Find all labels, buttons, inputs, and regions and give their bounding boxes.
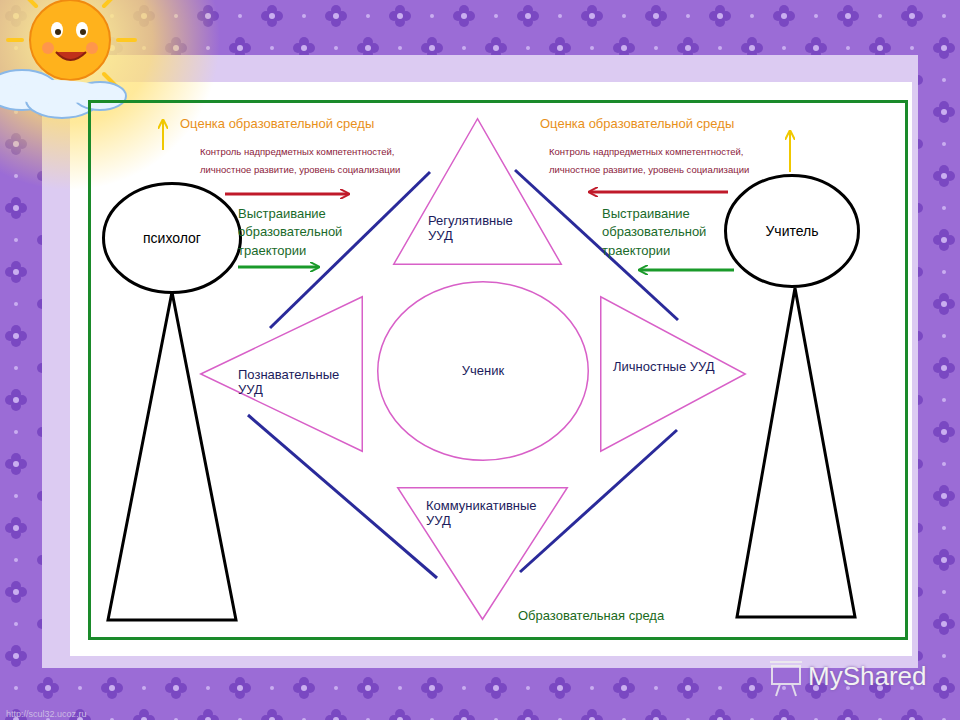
environment-frame: Образовательная среда психолог Учитель Регу…: [88, 100, 908, 640]
pedestal-triangle: [737, 288, 855, 617]
trajectory-label: Выстраивание образовательной траектории: [602, 206, 706, 258]
control-note: Контроль надпредметных компетентностей, …: [549, 146, 749, 175]
source-url-box: http://scul32.ucoz.ru: [6, 703, 206, 720]
green-arrow: [238, 266, 318, 269]
node-text: Регулятивные УУД: [428, 214, 538, 244]
environment-assessment: Оценка образовательной среды: [180, 116, 374, 131]
teacher-circle: Учитель: [724, 174, 860, 288]
node-text: Учитель: [759, 223, 824, 239]
student-circle-shape: [378, 282, 589, 461]
node-text: Образовательная среда: [518, 609, 778, 624]
trajectory-label-box: Выстраивание образовательной траектории: [238, 204, 370, 259]
student-circle: Ученик: [377, 281, 589, 461]
watermark-box: MyShared: [808, 662, 958, 692]
trajectory-label-box: Выстраивание образовательной траектории: [602, 204, 726, 259]
psychologist-circle-shape: [104, 184, 241, 293]
node-text: Коммуникативные УУД: [426, 499, 551, 529]
teacher-circle-shape: [726, 176, 859, 287]
pedestal-triangle: [108, 292, 236, 620]
up-arrow: [162, 121, 164, 150]
green-arrow: [640, 269, 734, 272]
node-text: психолог: [137, 230, 207, 246]
cognitive-triangle: Познавательные УУД: [200, 296, 363, 452]
white-sheet: [70, 82, 912, 656]
trajectory-label: Выстраивание образовательной траектории: [238, 206, 342, 258]
regulative-triangle: Регулятивные УУД: [393, 118, 562, 265]
psychologist-circle: психолог: [102, 182, 242, 294]
communicative-triangle-shape: [398, 488, 568, 620]
control-note: Контроль надпредметных компетентностей, …: [200, 146, 400, 175]
sun-illustration: [0, 0, 220, 190]
node-text: Личностные УУД: [613, 360, 725, 375]
environment-assessment-box: Оценка образовательной среды: [540, 114, 780, 132]
source-url: http://scul32.ucoz.ru: [6, 709, 87, 719]
node-text: Познавательные УУД: [238, 368, 360, 398]
red-arrow: [590, 191, 728, 194]
red-arrow: [225, 193, 348, 196]
personal-triangle: Личностные УУД: [600, 296, 746, 452]
control-note-box: Контроль надпредметных компетентностей, …: [549, 141, 774, 178]
communicative-triangle: Коммуникативные УУД: [397, 487, 568, 620]
node-text: Ученик: [456, 364, 510, 379]
environment-assessment: Оценка образовательной среды: [540, 116, 734, 131]
environment-assessment-box: Оценка образовательной среды: [180, 114, 420, 132]
control-note-box: Контроль надпредметных компетентностей, …: [200, 141, 425, 178]
environment-frame-shape: [90, 102, 907, 639]
watermark: MyShared: [808, 661, 927, 691]
watermark-icon: [770, 662, 802, 696]
personal-triangle-shape: [601, 297, 746, 452]
up-arrow: [789, 132, 791, 172]
regulative-triangle-outline: [393, 118, 562, 265]
regulative-triangle-shape: [394, 119, 562, 265]
cognitive-triangle-shape: [201, 297, 363, 452]
